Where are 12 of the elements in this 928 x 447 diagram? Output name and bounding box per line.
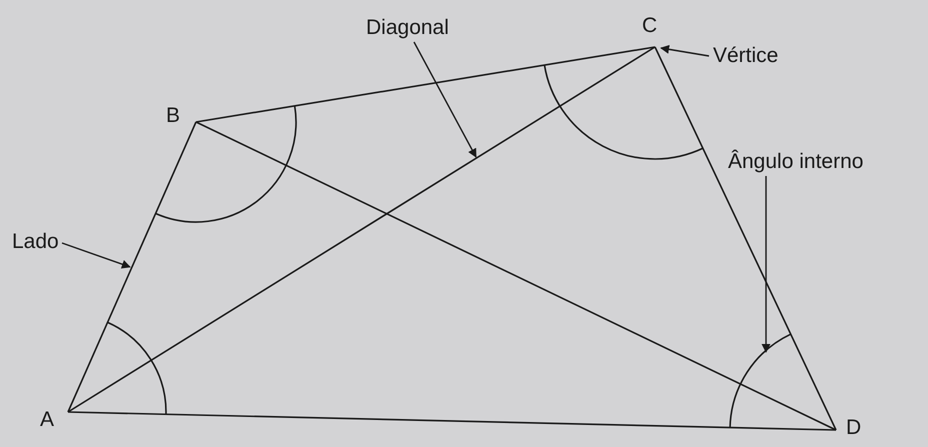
callout-label: Vértice [713, 44, 778, 68]
leader-line [62, 242, 131, 269]
callout-label: Ângulo interno [728, 150, 864, 174]
leader-line [660, 44, 710, 57]
vertex-label: C [642, 14, 658, 38]
vertex-label: D [846, 416, 862, 440]
vertex-label: A [40, 408, 54, 432]
leader-line [762, 176, 770, 353]
leader-line [413, 42, 477, 158]
callout-label: Diagonal [366, 16, 449, 40]
callout-label: Lado [12, 230, 59, 254]
vertex-label: B [166, 104, 180, 128]
